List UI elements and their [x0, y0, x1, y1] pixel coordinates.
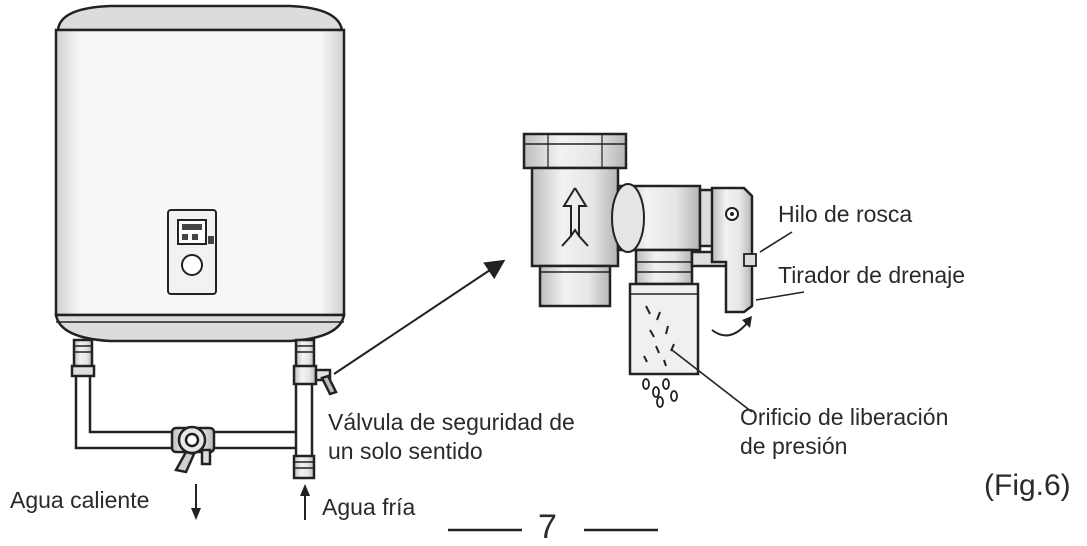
pressure-release-label: Orificio de liberación de presión: [740, 403, 948, 461]
display-screen: [177, 219, 207, 245]
cold-inlet-fitting: [294, 338, 316, 370]
pressure-release-tube: [628, 282, 700, 376]
cold-water-arrow: [300, 484, 310, 520]
figure-label: (Fig.6): [984, 469, 1071, 502]
tank-bottom-cap: [54, 313, 346, 343]
cold-water-label: Agua fría: [322, 494, 416, 520]
control-knob: [181, 254, 203, 276]
valve-top-nut: [522, 132, 628, 170]
safety-valve-label: Válvula de seguridad de un solo sentido: [328, 408, 575, 466]
drain-handle-label: Tirador de drenaje: [778, 262, 966, 288]
page-number: 7: [538, 508, 557, 546]
drain-handle: [710, 186, 754, 314]
tank-top-cap: [56, 4, 344, 32]
water-heater-tank: [54, 4, 346, 343]
safety-valve-small: [292, 364, 338, 396]
leader-lines: [671, 231, 805, 413]
pressure-release-label-line2: de presión: [740, 433, 848, 459]
rotation-arrow: [711, 321, 749, 337]
safety-valve-label-line1: Válvula de seguridad de: [328, 409, 575, 435]
hot-outlet-fitting: [72, 338, 94, 370]
pressure-release-label-line1: Orificio de liberación: [740, 404, 949, 430]
flow-direction-arrow: [561, 187, 589, 247]
hot-water-pipe: [74, 376, 176, 450]
safety-valve-enlarged: [522, 132, 757, 408]
piping: [70, 338, 338, 480]
thread-label: Hilo de rosca: [778, 201, 913, 227]
water-drops: [642, 378, 678, 408]
cold-water-pipe: [294, 384, 314, 460]
hot-water-label: Agua caliente: [10, 487, 150, 513]
zoom-pointer-arrow: [333, 259, 506, 375]
safety-valve-label-line2: un solo sentido: [328, 438, 483, 464]
mixing-valve: [170, 425, 216, 474]
control-panel: [167, 209, 217, 295]
valve-body: [530, 166, 620, 268]
hot-water-arrow: [191, 484, 201, 520]
